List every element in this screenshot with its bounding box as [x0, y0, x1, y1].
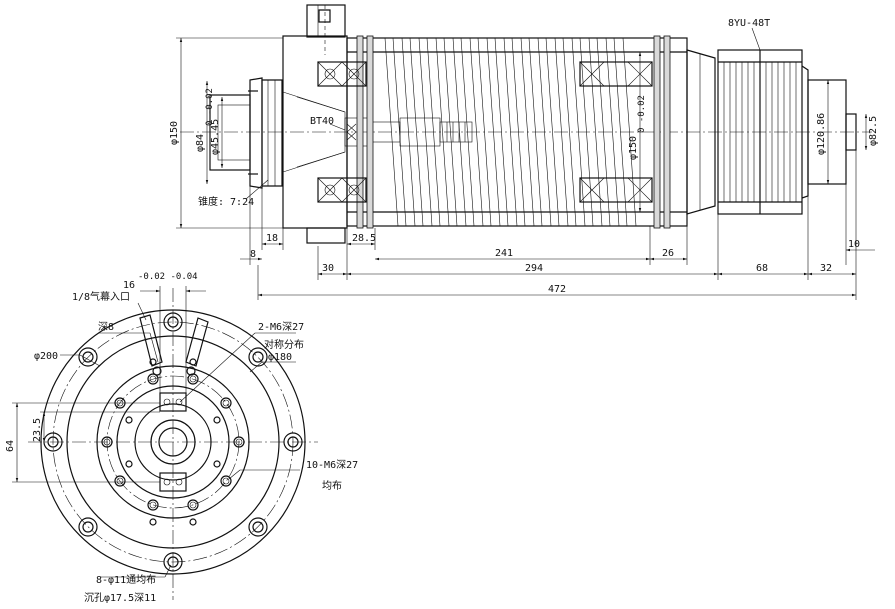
- slot-tolerance: -0.02 -0.04: [138, 272, 198, 282]
- air-inlet: [139, 314, 209, 376]
- front-bearings: [317, 61, 367, 203]
- dim-30: 30: [322, 263, 334, 274]
- dia-120-label: φ120.86: [816, 113, 827, 155]
- dia-84-tol: 0 -0.02: [205, 88, 215, 126]
- vertical-dims: [12, 402, 160, 483]
- front-view: 16 -0.02 -0.04 1/8气幕入口 深8 φ200 2-M6深27 对…: [5, 272, 358, 604]
- dia-150-label: φ150: [169, 121, 180, 145]
- dim-28: 28.5: [352, 233, 376, 244]
- m6-2-label: 2-M6深27: [258, 321, 304, 333]
- pulley-label: 8YU-48T: [728, 18, 770, 29]
- dia-180-label: φ180: [268, 352, 292, 363]
- dim-294: 294: [525, 263, 543, 274]
- dim-241: 241: [495, 248, 513, 259]
- taper-label: BT40: [310, 116, 334, 127]
- dim-472: 472: [548, 284, 566, 295]
- spindle-bore: [158, 427, 188, 457]
- taper-ratio-label: 锥度: 7:24: [198, 195, 254, 208]
- dia-84-label: φ84: [195, 134, 206, 152]
- dim-10: 10: [848, 239, 860, 250]
- cooling-grooves: [384, 37, 637, 227]
- length-dims: [240, 150, 875, 300]
- dim-26: 26: [662, 248, 674, 259]
- through-holes: [43, 312, 303, 572]
- dia-45-label: φ45.45: [210, 119, 221, 155]
- drive-key-top: [159, 392, 187, 412]
- dia-82-label: φ82.5: [868, 116, 879, 146]
- slot-dim: [140, 286, 206, 393]
- diameter-dims: [176, 37, 868, 229]
- dia-150-tol-label: φ150: [628, 136, 639, 160]
- dim-64-label: 64: [5, 440, 16, 452]
- dim-23-label: 23.5: [32, 418, 43, 442]
- uniform-label: 均布: [322, 480, 342, 492]
- dim-8: 8: [250, 249, 256, 260]
- dim-68: 68: [756, 263, 768, 274]
- through-holes-label: 8-φ11通均布: [96, 574, 156, 586]
- bolt-circle: [52, 321, 294, 563]
- dim-32: 32: [820, 263, 832, 274]
- dia-150-tol: 0 -0.02: [637, 95, 647, 133]
- spindle-body: [346, 35, 688, 229]
- symmetric-label: 对称分布: [264, 338, 304, 351]
- depth-8-label: 深8: [98, 321, 114, 333]
- taper-bore: [282, 91, 473, 173]
- outer-flange-circle: [40, 309, 306, 575]
- rear-cap: [686, 49, 716, 215]
- m6-10-label: 10-M6深27: [306, 459, 358, 471]
- air-inlet-label: 1/8气幕入口: [72, 290, 130, 303]
- slot-width-label: 16: [123, 280, 135, 291]
- dim-18: 18: [266, 233, 278, 244]
- counterbore-label: 沉孔φ17.5深11: [84, 591, 156, 604]
- dia-200-label: φ200: [34, 351, 58, 362]
- rear-bearings: [579, 61, 653, 203]
- seal-rings: [356, 35, 671, 229]
- side-view: 8YU-48T BT40 锥度: 7:24 φ150 φ84 0 -0.02 φ…: [169, 4, 879, 300]
